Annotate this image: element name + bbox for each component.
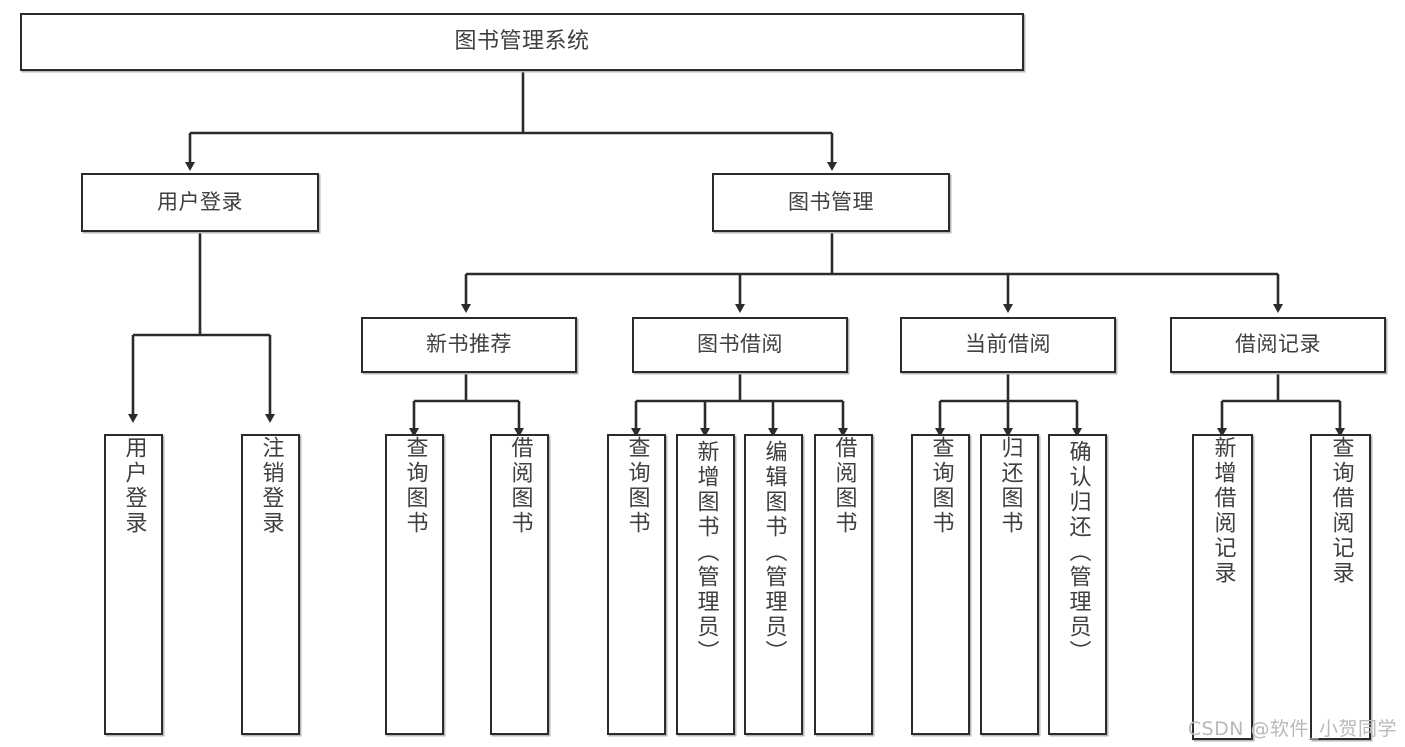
node-leaf-add-record-label: 新增借阅记录 — [1210, 436, 1236, 586]
node-root-label: 图书管理系统 — [454, 28, 590, 54]
node-leaf-query-book-2-label: 查询图书 — [624, 436, 650, 536]
node-leaf-add-record[interactable]: 新增借阅记录 — [1192, 434, 1253, 740]
node-book-borrow-label: 图书借阅 — [697, 332, 783, 357]
node-leaf-return-book[interactable]: 归还图书 — [980, 434, 1039, 735]
node-leaf-borrow-book-2-label: 借阅图书 — [831, 436, 857, 536]
node-new-book-recommend[interactable]: 新书推荐 — [361, 317, 577, 373]
csdn-watermark: CSDN @软件_小贺同学 — [1187, 718, 1397, 740]
node-user-login[interactable]: 用户登录 — [81, 173, 319, 232]
node-leaf-confirm-return-label: 确认归还（管理员） — [1065, 440, 1091, 665]
node-leaf-borrow-book-1[interactable]: 借阅图书 — [490, 434, 549, 735]
node-leaf-query-record[interactable]: 查询借阅记录 — [1310, 434, 1371, 740]
node-leaf-borrow-book-2[interactable]: 借阅图书 — [814, 434, 873, 735]
node-leaf-borrow-book-1-label: 借阅图书 — [507, 436, 533, 536]
node-leaf-edit-book[interactable]: 编辑图书（管理员） — [744, 434, 803, 735]
node-leaf-add-book[interactable]: 新增图书（管理员） — [676, 434, 735, 735]
node-root[interactable]: 图书管理系统 — [20, 13, 1024, 71]
node-leaf-logout-label: 注销登录 — [258, 436, 284, 536]
node-user-login-label: 用户登录 — [157, 189, 243, 214]
node-current-borrow-label: 当前借阅 — [965, 332, 1051, 357]
node-leaf-query-record-label: 查询借阅记录 — [1328, 436, 1354, 586]
node-leaf-add-book-label: 新增图书（管理员） — [693, 440, 719, 665]
node-leaf-user-login-label: 用户登录 — [121, 436, 147, 536]
node-leaf-query-book-1[interactable]: 查询图书 — [385, 434, 444, 735]
node-leaf-query-book-3[interactable]: 查询图书 — [911, 434, 970, 735]
node-new-book-recommend-label: 新书推荐 — [426, 332, 512, 357]
node-leaf-confirm-return[interactable]: 确认归还（管理员） — [1048, 434, 1107, 735]
node-leaf-query-book-2[interactable]: 查询图书 — [607, 434, 666, 735]
node-leaf-user-login[interactable]: 用户登录 — [104, 434, 163, 735]
node-leaf-query-book-3-label: 查询图书 — [928, 436, 954, 536]
node-current-borrow[interactable]: 当前借阅 — [900, 317, 1116, 373]
node-borrow-record-label: 借阅记录 — [1235, 332, 1321, 357]
node-leaf-edit-book-label: 编辑图书（管理员） — [761, 440, 787, 665]
node-leaf-logout[interactable]: 注销登录 — [241, 434, 300, 735]
node-book-manage[interactable]: 图书管理 — [712, 173, 950, 232]
node-leaf-return-book-label: 归还图书 — [997, 436, 1023, 536]
node-leaf-query-book-1-label: 查询图书 — [402, 436, 428, 536]
node-book-borrow[interactable]: 图书借阅 — [632, 317, 848, 373]
node-book-manage-label: 图书管理 — [788, 189, 874, 214]
node-borrow-record[interactable]: 借阅记录 — [1170, 317, 1386, 373]
